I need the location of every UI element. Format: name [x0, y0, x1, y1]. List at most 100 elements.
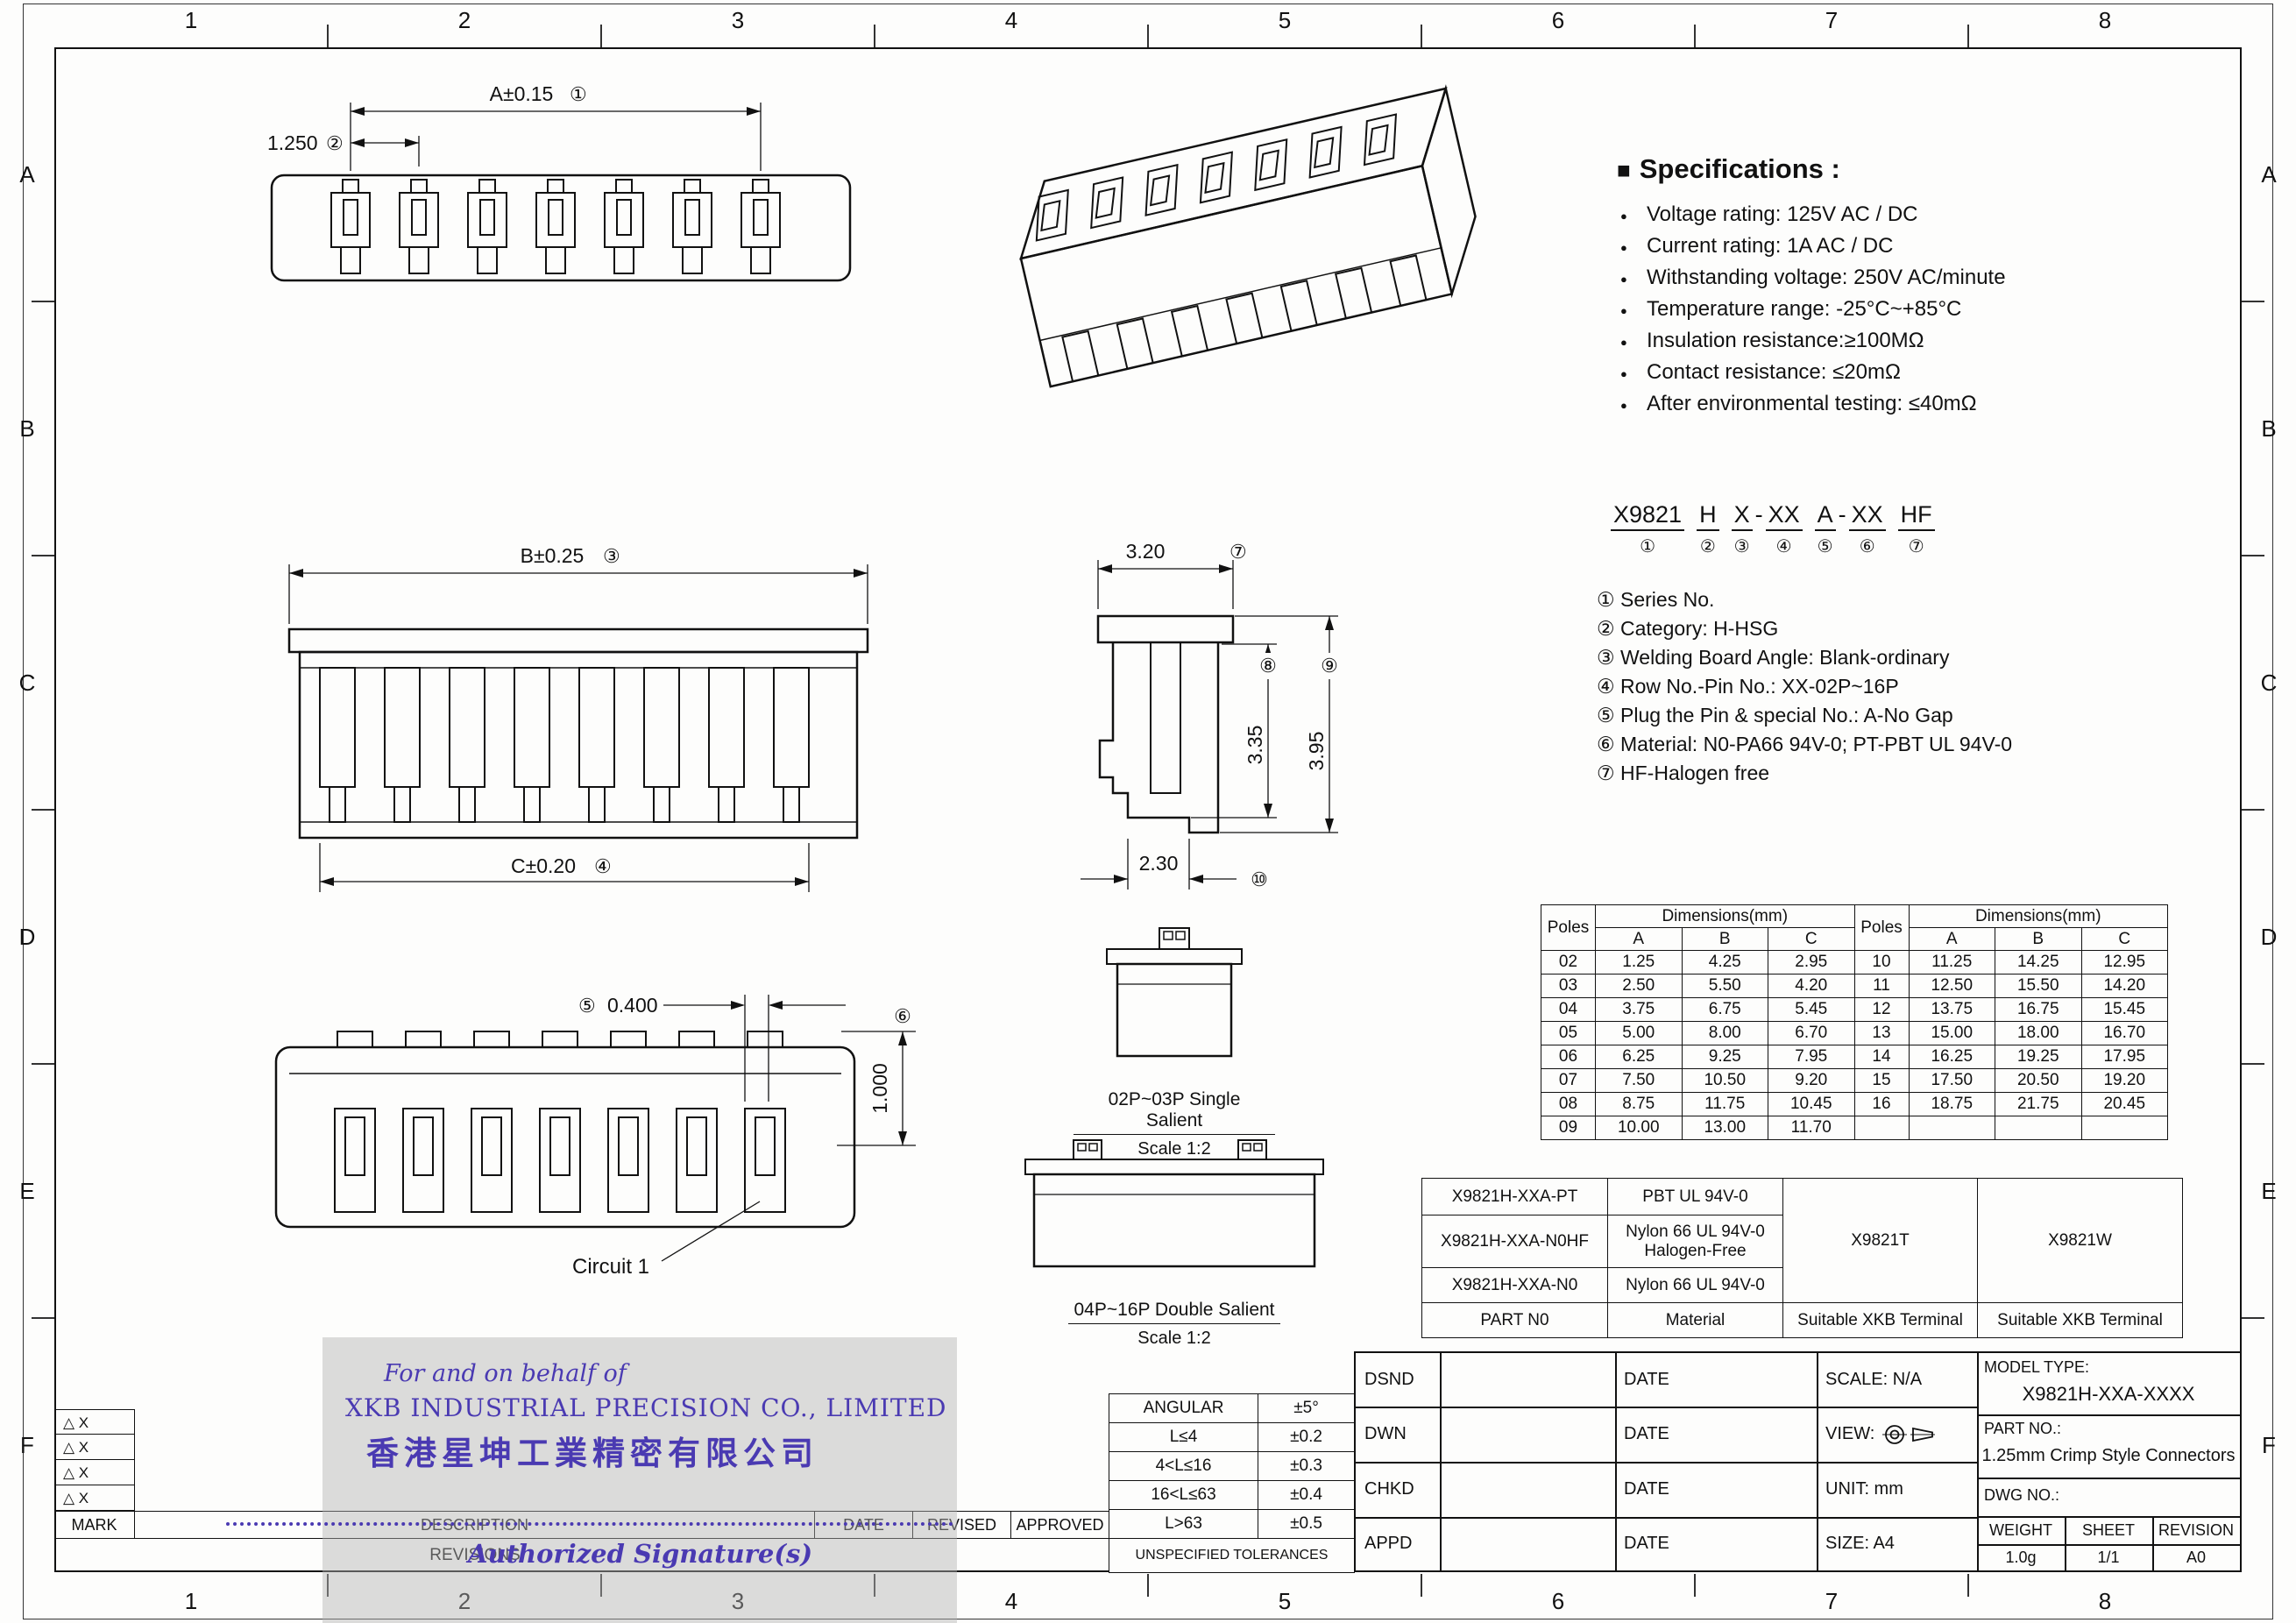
revision-mark: △ X: [54, 1409, 135, 1435]
table-row: PART N0 Material Suitable XKB Terminal S…: [1421, 1302, 2183, 1338]
dimension-lines: [661, 995, 916, 1262]
legend-item: ⑥ Material: N0-PA66 94V-0; PT-PBT UL 94V…: [1597, 733, 2013, 755]
date-label: DATE: [1624, 1370, 1669, 1389]
code-token: A: [1814, 501, 1836, 531]
unit-value: UNIT: mm: [1825, 1479, 1903, 1499]
weight-value: 1.0g: [2005, 1549, 2037, 1566]
legend-item: ⑦ HF-Halogen free: [1597, 762, 1770, 784]
stamp-company-name: XKB INDUSTRIAL PRECISION CO., LIMITED: [345, 1393, 947, 1422]
dim-pitch-num: ②: [326, 132, 344, 154]
dim-c-num: ④: [594, 855, 612, 877]
dim-0-400: 0.400: [607, 994, 658, 1017]
grid-row-label: A: [2261, 161, 2277, 188]
bottom-view: ⑤ 0.400 ⑥ 1.000 Circuit 1: [274, 994, 916, 1279]
table-row: L>63±0.5: [1109, 1509, 1355, 1539]
revisions-footer: REVISIONS: [429, 1546, 521, 1564]
table-row: 16<L≤63±0.4: [1109, 1480, 1355, 1510]
grid-col-label: 8: [2098, 1588, 2112, 1614]
projection-symbol-icon: [1882, 1424, 1936, 1444]
code-token: -: [1838, 501, 1846, 528]
grid-col-label: 5: [1278, 1588, 1292, 1614]
approved-header: APPROVED: [1016, 1516, 1104, 1534]
dim-0-400-num: ⑤: [578, 995, 596, 1017]
revision-value: A0: [2186, 1549, 2207, 1566]
sheet-label: SHEET: [2081, 1521, 2135, 1539]
grid-col-label: 4: [1004, 7, 1018, 33]
isometric-view: [1019, 84, 1477, 388]
dim-table-header: Dimensions(mm): [1595, 904, 1855, 928]
dim-a-num: ①: [570, 83, 587, 105]
single-salient-scale: Scale 1:2: [1137, 1139, 1211, 1159]
spec-item: Insulation resistance:≥100MΩ: [1617, 325, 2125, 358]
legend-item: ④ Row No.-Pin No.: XX-02P~16P: [1597, 675, 1899, 698]
dim-b: B±0.25: [521, 544, 585, 567]
legend-item: ② Category: H-HSG: [1597, 617, 1779, 640]
dwg-no-label: DWG NO.:: [1984, 1486, 2059, 1504]
dim-1-000: 1.000: [868, 1063, 891, 1114]
code-token-num: ②: [1699, 537, 1716, 556]
tolerances-table: ANGULAR±5° L≤4±0.2 4<L≤16±0.3 16<L≤63±0.…: [1109, 1393, 1355, 1573]
specifications-title-text: Specifications :: [1639, 153, 1840, 184]
spec-item: Withstanding voltage: 250V AC/minute: [1617, 262, 2125, 295]
appd-label: APPD: [1364, 1534, 1413, 1553]
dim-2-30: 2.30: [1139, 852, 1179, 875]
part-no-value: 1.25mm Crimp Style Connectors: [1981, 1446, 2236, 1465]
grid-col-label: 4: [1004, 1588, 1018, 1614]
grid-col-label: 5: [1278, 7, 1292, 33]
revision-label: REVISION: [2158, 1521, 2235, 1539]
grid-col-label: 7: [1825, 7, 1839, 33]
mark-header: MARK: [54, 1512, 135, 1538]
grid-row-label: F: [2262, 1432, 2276, 1458]
specifications-title: ■Specifications :: [1617, 153, 2125, 185]
material-table: X9821H-XXA-PT PBT UL 94V-0 X9821T X9821W…: [1421, 1178, 2183, 1338]
spec-item: Current rating: 1A AC / DC: [1617, 230, 2125, 264]
table-row: ANGULAR±5°: [1109, 1393, 1355, 1423]
grid-row-label: D: [18, 924, 36, 950]
single-salient-label: 02P~03P Single Salient Scale 1:2: [1074, 1089, 1275, 1159]
code-token-num: ③: [1733, 537, 1750, 556]
grid-row-label: B: [2261, 415, 2277, 442]
spec-item: Temperature range: -25°C~+85°C: [1617, 294, 2125, 327]
dimension-lines: [350, 103, 762, 171]
grid-col-label: 1: [184, 7, 198, 33]
dim-pitch: 1.250: [267, 131, 318, 154]
dim-c: C±0.20: [511, 854, 576, 877]
code-token: HF: [1897, 501, 1935, 531]
dimension-lines: [1081, 560, 1338, 889]
spec-item: Contact resistance: ≤20mΩ: [1617, 357, 2125, 390]
grid-row-label: A: [19, 161, 35, 188]
date-label: DATE: [1624, 1424, 1669, 1443]
grid-row-label: C: [18, 670, 36, 696]
sheet-value: 1/1: [2097, 1549, 2120, 1566]
grid-row-label: F: [20, 1432, 34, 1458]
code-token: H: [1697, 501, 1719, 531]
legend-item: ① Series No.: [1597, 588, 1715, 611]
view-label: VIEW:: [1825, 1424, 1875, 1443]
legend-item: ⑤ Plug the Pin & special No.: A-No Gap: [1597, 704, 1953, 726]
code-token: XX: [1848, 501, 1886, 531]
spec-item: Voltage rating: 125V AC / DC: [1617, 199, 2125, 232]
code-token-num: ⑤: [1817, 537, 1833, 556]
dim-3-35: 3.35: [1244, 726, 1266, 765]
signature-dotted-line: [226, 1522, 953, 1526]
side-view: B±0.25 ③ C±0.20 ④: [287, 544, 869, 892]
dim-3-20-num: ⑦: [1229, 541, 1247, 563]
model-type-value: X9821H-XXA-XXXX: [2022, 1383, 2195, 1405]
revision-mark: △ X: [54, 1485, 135, 1511]
revision-mark: △ X: [54, 1460, 135, 1485]
date-label: DATE: [1624, 1534, 1669, 1553]
profile-view: 3.20 ⑦ ⑧ 3.35 ⑨ 3.95 2.30 ⑩: [1081, 540, 1341, 890]
grid-col-label: 2: [457, 1588, 471, 1614]
code-token-num: ①: [1640, 537, 1655, 556]
dim-2-30-num: ⑩: [1251, 868, 1268, 890]
dim-table-header: Poles: [1853, 904, 1910, 951]
company-stamp: For and on behalf of XKB INDUSTRIAL PREC…: [322, 1337, 957, 1623]
dim-b-num: ③: [603, 545, 620, 567]
specifications: ■Specifications : Voltage rating: 125V A…: [1617, 153, 2125, 422]
stamp-company-name-cn: 香港星坤工業精密有限公司: [366, 1434, 818, 1472]
revised-header: REVISED: [913, 1512, 1011, 1538]
date-label: DATE: [1624, 1479, 1669, 1499]
